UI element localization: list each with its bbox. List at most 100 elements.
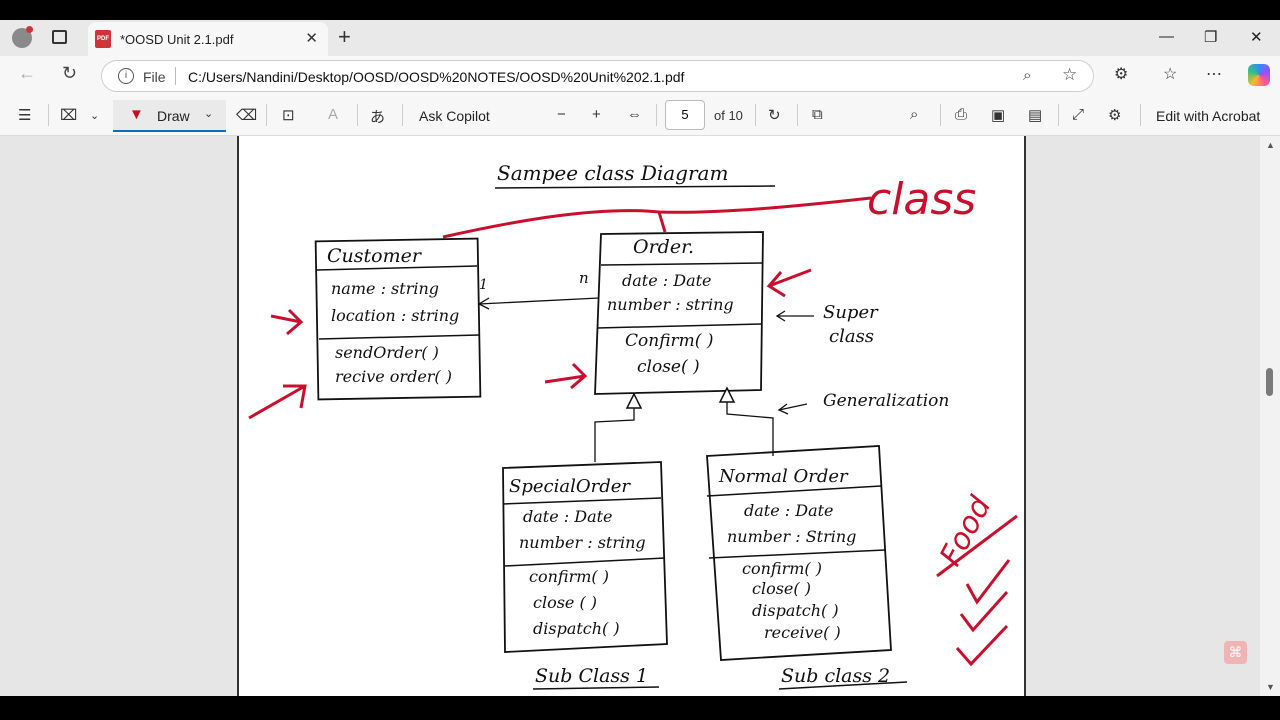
contents-icon[interactable]: ☰ (18, 107, 32, 124)
special-order-attr-date: date : Date (523, 507, 613, 526)
vertical-scrollbar[interactable]: ▲ ▼ (1260, 136, 1280, 696)
bottom-black-bar (0, 696, 1280, 720)
order-attr-date: date : Date (622, 271, 712, 290)
restore-icon[interactable]: ❐ (1204, 29, 1218, 46)
pdf-toolbar: ☰ ⌧ ⌄ ▼ Draw ⌄ ⌫ ⊡ A あ Ask Copilot − + ⇔… (0, 96, 1280, 136)
normal-order-class: Normal Order date : Date number : String… (706, 445, 892, 661)
new-tab-button[interactable]: + (338, 24, 351, 49)
toolbar-divider (940, 104, 941, 126)
order-attr-number: number : string (607, 295, 734, 314)
toolbar-divider (1058, 104, 1059, 126)
special-order-op-dispatch: dispatch( ) (533, 619, 620, 638)
draw-chevron-icon[interactable]: ⌄ (204, 108, 214, 120)
page-number-input[interactable]: 5 (665, 100, 705, 130)
extensions-icon[interactable]: ⚙ (1114, 66, 1129, 83)
special-order-class: SpecialOrder date : Date number : string… (502, 461, 668, 653)
pdf-viewer: Sampee class Diagram Customer name : str… (0, 136, 1280, 696)
order-class: Order. date : Date number : string Confi… (594, 231, 764, 395)
customer-class: Customer name : string location : string… (314, 237, 482, 401)
favorite-star-icon[interactable]: ☆ (1062, 65, 1078, 84)
scroll-down-icon[interactable]: ▼ (1266, 682, 1275, 692)
back-arrow-icon[interactable]: ← (18, 63, 36, 83)
toolbar-divider (1140, 104, 1141, 126)
customer-attr-name: name : string (331, 279, 439, 298)
zoom-in-icon[interactable]: + (592, 106, 601, 123)
eraser-icon[interactable]: ⌫ (236, 107, 258, 124)
zoom-out-icon[interactable]: − (557, 106, 566, 123)
favorites-icon[interactable]: ☆ (1163, 66, 1178, 83)
special-order-name: SpecialOrder (509, 476, 631, 497)
minimize-icon[interactable]: — (1159, 28, 1174, 45)
page-total: of 10 (714, 108, 743, 123)
generalization-arrows (594, 386, 774, 462)
multiplicity-one: 1 (479, 277, 488, 293)
scroll-up-icon[interactable]: ▲ (1266, 140, 1275, 150)
info-icon[interactable]: i (118, 68, 134, 84)
highlight-chevron-icon[interactable]: ⌄ (90, 110, 100, 122)
tab-pdf[interactable]: PDF *OOSD Unit 2.1.pdf ✕ (88, 22, 328, 56)
order-op-confirm: Confirm( ) (625, 331, 713, 351)
customer-op-send: sendOrder( ) (335, 343, 439, 362)
tab-actions-icon[interactable] (52, 30, 67, 44)
tab-close-icon[interactable]: ✕ (305, 30, 318, 47)
annotation-food: Food (933, 490, 999, 572)
toolbar-divider (797, 104, 798, 126)
sub-class-2-label: Sub class 2 (781, 665, 890, 687)
class-diagram: Sampee class Diagram Customer name : str… (248, 161, 1018, 690)
toolbar-divider (266, 104, 267, 126)
normal-order-op-dispatch: dispatch( ) (752, 601, 839, 620)
toolbar-divider (755, 104, 756, 126)
customer-name: Customer (327, 245, 423, 267)
print-icon[interactable]: ⎙ (955, 106, 968, 123)
special-order-op-close: close ( ) (533, 593, 597, 612)
order-op-close: close( ) (637, 357, 700, 377)
toolbar-divider (656, 104, 657, 126)
draw-label: Draw (157, 108, 190, 124)
copilot-icon[interactable] (1248, 64, 1270, 86)
tab-title: *OOSD Unit 2.1.pdf (120, 32, 234, 47)
annotation-class: class (867, 174, 976, 225)
zoom-icon[interactable]: ⌕ (1023, 67, 1032, 84)
normal-order-op-confirm: confirm( ) (742, 559, 822, 578)
settings-gear-icon[interactable]: ⚙ (1108, 107, 1122, 124)
window-close-icon[interactable]: ✕ (1250, 29, 1263, 46)
translate-icon[interactable]: あ (370, 109, 386, 126)
open-in-new-icon[interactable]: ⤢ (1072, 106, 1085, 123)
super-label-line1: Super (823, 302, 879, 323)
normal-order-op-close: close( ) (752, 579, 811, 598)
normal-order-op-receive: receive( ) (764, 623, 841, 642)
toolbar-divider (357, 104, 358, 126)
more-menu-icon[interactable]: ⋯ (1206, 66, 1222, 83)
tab-strip: PDF *OOSD Unit 2.1.pdf ✕ + — ❐ ✕ (0, 20, 1280, 56)
super-label-line2: class (829, 326, 874, 347)
profile-avatar[interactable] (12, 28, 32, 48)
read-aloud-icon[interactable]: A (328, 106, 339, 123)
normal-order-name: Normal Order (718, 466, 849, 487)
save-as-icon[interactable]: ▤ (1028, 107, 1043, 124)
pen-icon: ▼ (129, 106, 144, 123)
highlight-icon[interactable]: ⌧ (60, 107, 78, 124)
draw-button[interactable]: ▼ Draw ⌄ (113, 100, 226, 132)
address-bar[interactable]: i File C:/Users/Nandini/Desktop/OOSD/OOS… (101, 60, 1094, 92)
ask-copilot-button[interactable]: Ask Copilot (419, 108, 490, 124)
file-label: File (143, 69, 166, 85)
association-line (478, 297, 600, 305)
rotate-icon[interactable]: ↻ (768, 107, 781, 124)
customer-op-receive: recive order( ) (335, 367, 452, 386)
search-icon[interactable]: ⌕ (910, 106, 919, 123)
normal-order-attr-date: date : Date (744, 501, 834, 520)
refresh-icon[interactable]: ↻ (62, 63, 78, 83)
address-divider (175, 67, 176, 85)
acrobat-float-icon[interactable]: ⌘ (1224, 641, 1247, 664)
fit-page-icon[interactable]: ⇔ (627, 106, 642, 123)
edit-with-acrobat-button[interactable]: Edit with Acrobat (1156, 108, 1261, 124)
normal-order-attr-number: number : String (727, 527, 856, 546)
scrollbar-thumb[interactable] (1266, 368, 1273, 396)
address-path[interactable]: C:/Users/Nandini/Desktop/OOSD/OOSD%20NOT… (188, 69, 685, 85)
special-order-op-confirm: confirm( ) (529, 567, 609, 586)
save-icon[interactable]: ▣ (991, 107, 1006, 124)
toolbar-divider (48, 104, 49, 126)
page-view-icon[interactable]: ⧉ (812, 106, 823, 123)
text-box-icon[interactable]: ⊡ (282, 107, 295, 124)
pdf-page[interactable]: Sampee class Diagram Customer name : str… (237, 136, 1026, 696)
